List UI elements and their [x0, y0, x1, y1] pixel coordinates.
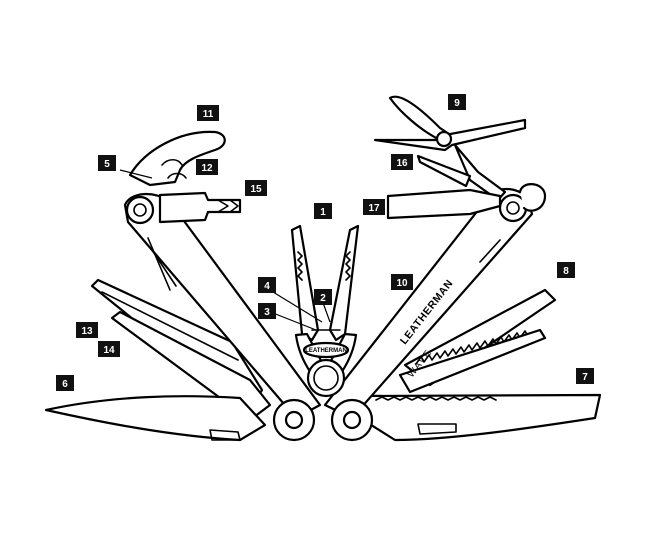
- needlenose-pliers: LEATHERMAN: [290, 224, 360, 398]
- callout-4: 4: [258, 277, 276, 293]
- callout-10: 10: [391, 274, 413, 290]
- callout-2: 2: [314, 289, 332, 305]
- left-knife-blade: [44, 395, 267, 442]
- plier-badge-engraving: LEATHERMAN: [305, 348, 347, 354]
- svg-text:17: 17: [368, 203, 380, 214]
- svg-text:1: 1: [320, 207, 326, 218]
- svg-text:7: 7: [582, 372, 588, 383]
- callout-badges: 1 2 3 4 5 6 7 8 9 10 11 12 13 14 15 16 1…: [56, 94, 594, 391]
- callout-14: 14: [98, 341, 120, 357]
- svg-text:6: 6: [62, 379, 68, 390]
- callout-9: 9: [448, 94, 466, 110]
- callout-12: 12: [196, 159, 218, 175]
- callout-7: 7: [576, 368, 594, 384]
- callout-16: 16: [391, 154, 413, 170]
- svg-text:16: 16: [396, 158, 408, 169]
- svg-text:15: 15: [250, 184, 262, 195]
- svg-text:2: 2: [320, 293, 326, 304]
- right-serrated-blade: [358, 393, 602, 442]
- svg-text:13: 13: [81, 326, 93, 337]
- svg-text:8: 8: [563, 266, 569, 277]
- scissors-tool: [373, 95, 527, 202]
- callout-11: 11: [197, 105, 219, 121]
- callout-3: 3: [258, 303, 276, 319]
- callout-15: 15: [245, 180, 267, 196]
- right-pivot: [330, 398, 374, 442]
- diamond-file-tool: [386, 188, 502, 220]
- callout-8: 8: [557, 262, 575, 278]
- svg-text:12: 12: [201, 163, 213, 174]
- callout-5: 5: [98, 155, 116, 171]
- svg-text:14: 14: [103, 345, 115, 356]
- right-thin-blade: [398, 328, 547, 394]
- callout-1: 1: [314, 203, 332, 219]
- svg-text:9: 9: [454, 98, 460, 109]
- svg-text:11: 11: [203, 109, 214, 120]
- svg-text:10: 10: [396, 278, 408, 289]
- awl-tool: [416, 154, 472, 188]
- svg-text:5: 5: [104, 159, 110, 170]
- svg-text:4: 4: [264, 281, 270, 292]
- bit-driver-tool: [158, 191, 242, 224]
- left-pivot: [272, 398, 316, 442]
- svg-text:3: 3: [264, 307, 270, 318]
- callout-6: 6: [56, 375, 74, 391]
- callout-17: 17: [363, 199, 385, 215]
- callout-13: 13: [76, 322, 98, 338]
- can-opener-tool: [128, 130, 226, 187]
